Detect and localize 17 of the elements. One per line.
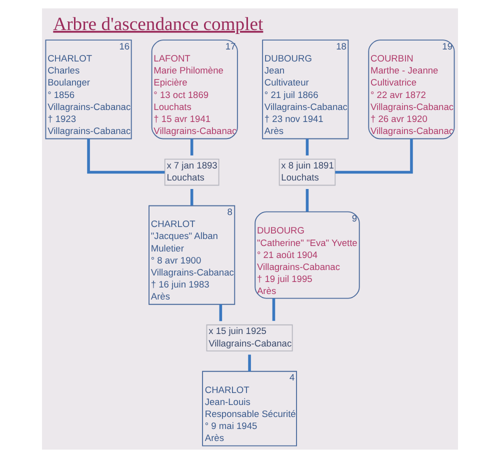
connector [87, 138, 165, 174]
node-box: 19 COURBIN Marthe - Jeanne Cultivatrice ° 22 avr 1872 Villagrains-Cabanac † 26 avr 1920 Villagrains-Cabanac [368, 40, 455, 140]
connector [306, 138, 309, 156]
connector [248, 354, 251, 372]
connector [335, 138, 413, 174]
connector [190, 138, 194, 156]
connector [219, 304, 222, 322]
node-box: 4 CHARLOT Jean-Louis Responsable Sécurité ° 9 mai 1945 Arès [202, 370, 297, 446]
connector [190, 189, 194, 206]
node-box: 17 LAFONT Marie Philomène Epicière ° 13 oct 1869 Louchats † 15 avr 1941 Villagrains-Cabanac [151, 40, 238, 140]
node-box: 18 DUBOURG Jean Cultivateur ° 21 juil 1866 Villagrains-Cabanac † 23 nov 1941 Arès [262, 40, 349, 140]
diagram-title: Arbre d'ascendance complet [53, 14, 264, 35]
node-box: 16 CHARLOT Charles Boulanger ° 1856 Villagrains-Cabanac † 1923 Villagrains-Cabanac [45, 40, 132, 140]
connector [306, 189, 309, 212]
node-box: 8 CHARLOT "Jacques" Alban Muletier ° 8 avr 1900 Villagrains-Cabanac † 16 juin 1983 Arès [148, 205, 236, 305]
node-box: 9 DUBOURG "Catherine" "Eva" Yvette ° 21 août 1904 Villagrains-Cabanac † 19 juil 1995 Arès [254, 211, 360, 299]
connector [272, 298, 276, 321]
